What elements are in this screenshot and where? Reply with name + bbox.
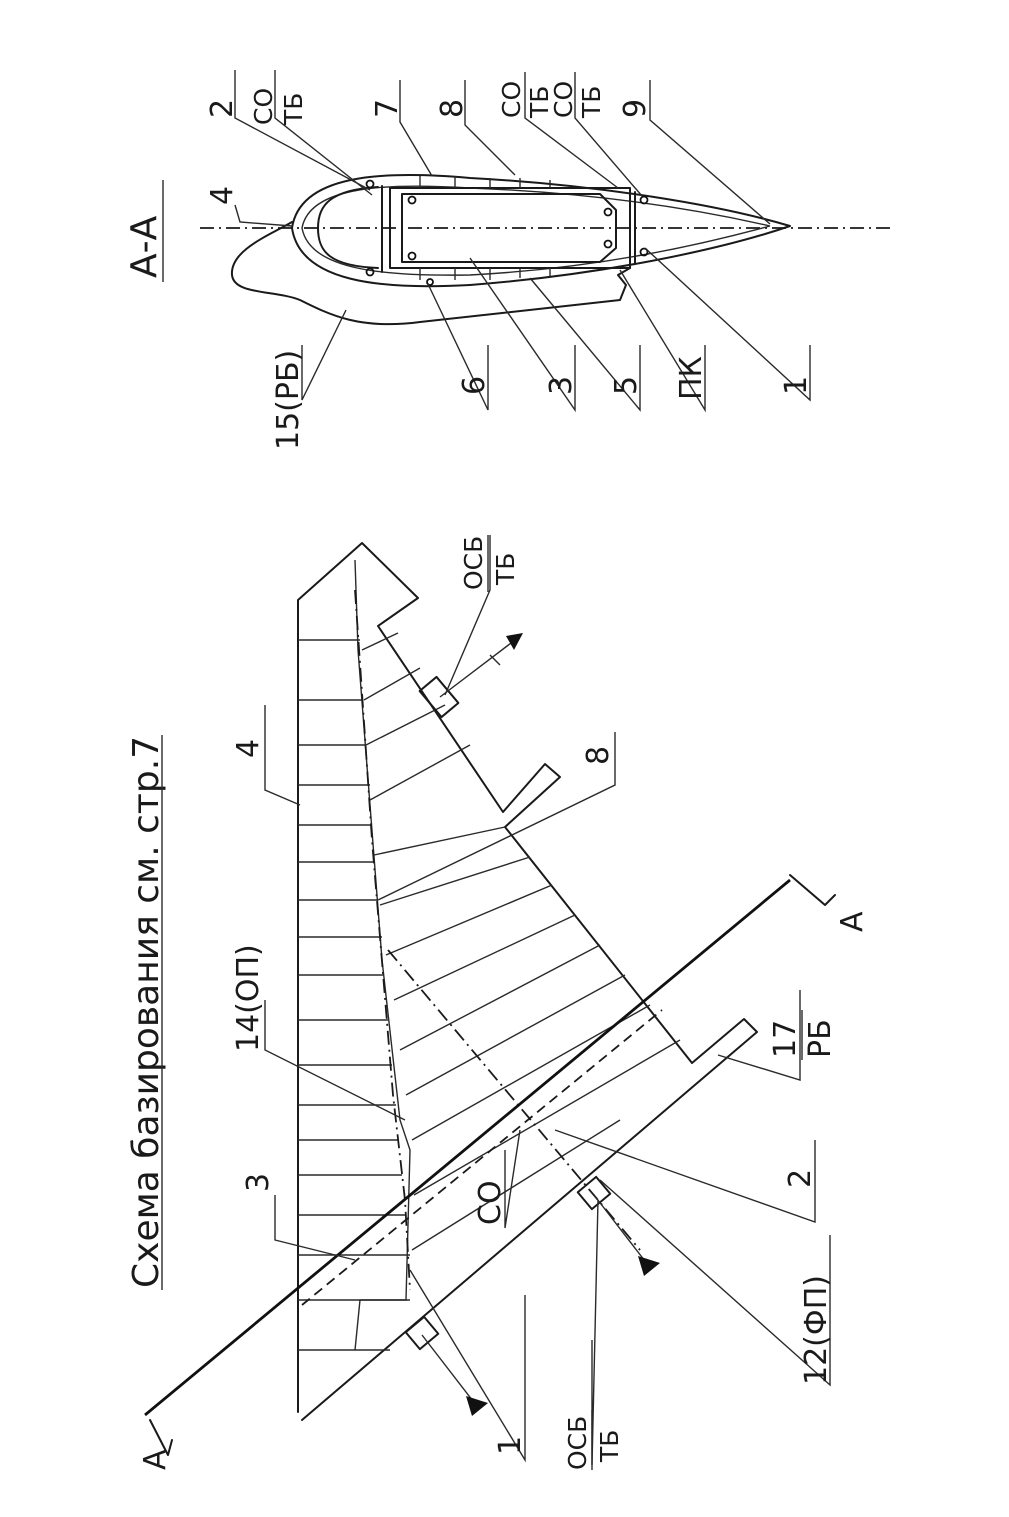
label-14: 14(ОП) [231,944,266,1052]
inner-plate [401,193,617,263]
section-label-pk: ПК [674,356,709,400]
label-12: 12(ФП) [799,1275,834,1385]
label-17-num: 17 [768,1020,803,1058]
label-osb-bot-num: ОСБ [563,1416,592,1470]
holes [365,179,649,286]
section-label-1: 1 [779,376,814,395]
label-osb-top-num: ОСБ [459,536,488,590]
label-osb-bot-den: ТБ [595,1430,624,1463]
section-marker-left: А [138,1449,173,1470]
label-2: 2 [783,1169,818,1188]
label-osb-top-den: ТБ [491,553,520,586]
main-view: А А [138,535,870,1470]
section-label-co1-num: СО [249,88,278,125]
drawing-title: Схема базирования см. стр.7 [126,736,167,1288]
section-title: А-А [124,215,165,278]
label-17-den: РБ [803,1019,838,1058]
section-marker-right: А [835,911,870,932]
support-block [230,221,631,326]
section-arrow-right [789,874,836,906]
section-label-co3-num: СО [549,81,578,118]
clamp-top [418,633,523,719]
main-outline [297,542,758,1421]
main-axis [354,589,411,1291]
section-label-co3-den: ТБ [577,86,606,119]
clamp-bottom-mid [576,1175,660,1276]
section-label-3: 3 [544,376,579,395]
stringers [419,176,551,280]
hidden-line [301,1009,663,1306]
section-line-a-a [144,878,791,1417]
label-4: 4 [231,739,266,758]
label-8: 8 [581,746,616,765]
spar-box [389,187,631,269]
section-label-co2-num: СО [497,81,526,118]
leader-lines [264,535,831,1466]
section-label-2: 2 [205,99,240,118]
section-label-8: 8 [435,99,470,118]
nose-cavity [317,186,379,269]
section-arrow-left [149,1419,173,1456]
label-3: 3 [241,1173,276,1192]
section-label-4: 4 [205,186,240,205]
label-co: СО [473,1180,508,1225]
section-label-7: 7 [370,99,405,118]
section-label-6: 6 [457,376,492,395]
section-label-co2-den: ТБ [525,86,554,119]
airfoil-inner [301,185,771,276]
section-view: 2 СО ТБ 7 8 СО ТБ СО ТБ 9 4 15(РБ) 6 3 5… [200,70,895,450]
section-label-5: 5 [609,376,644,395]
section-label-9: 9 [618,99,653,118]
root-axis [387,949,641,1251]
section-leaders [234,70,811,413]
clamp-bottom-left [404,1315,488,1416]
label-1: 1 [493,1436,528,1455]
section-label-15: 15(РБ) [271,350,306,450]
section-label-co1-den: ТБ [279,93,308,126]
